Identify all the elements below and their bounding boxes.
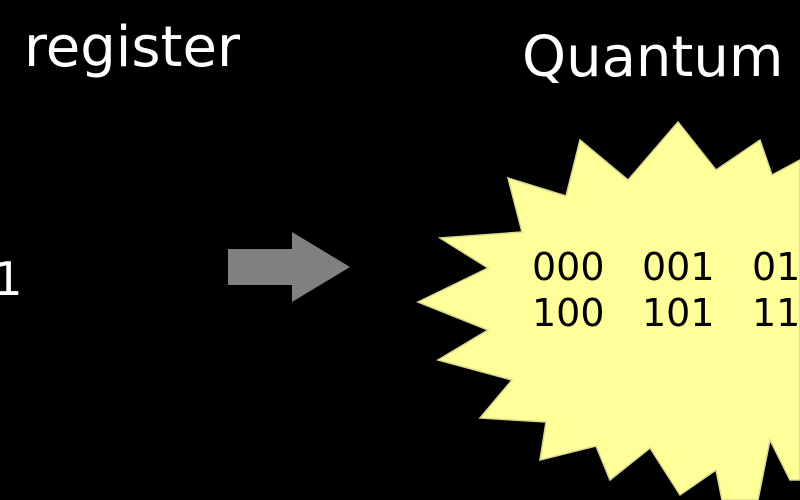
classical-register-value: 01 bbox=[0, 252, 23, 306]
quantum-state: 101 bbox=[642, 291, 715, 335]
classical-register-title: register bbox=[24, 15, 240, 80]
quantum-state: 001 bbox=[642, 245, 715, 289]
quantum-state: 100 bbox=[532, 291, 605, 335]
quantum-state: 01 bbox=[752, 245, 800, 289]
quantum-state: 11 bbox=[752, 291, 800, 335]
quantum-states: 000 001 01 100 101 11 bbox=[532, 244, 800, 336]
quantum-states-row: 000 001 01 bbox=[532, 244, 800, 290]
right-arrow-icon bbox=[228, 232, 350, 302]
quantum-states-row: 100 101 11 bbox=[532, 290, 800, 336]
quantum-register-title: Quantum bbox=[522, 25, 784, 90]
quantum-state: 000 bbox=[532, 245, 605, 289]
